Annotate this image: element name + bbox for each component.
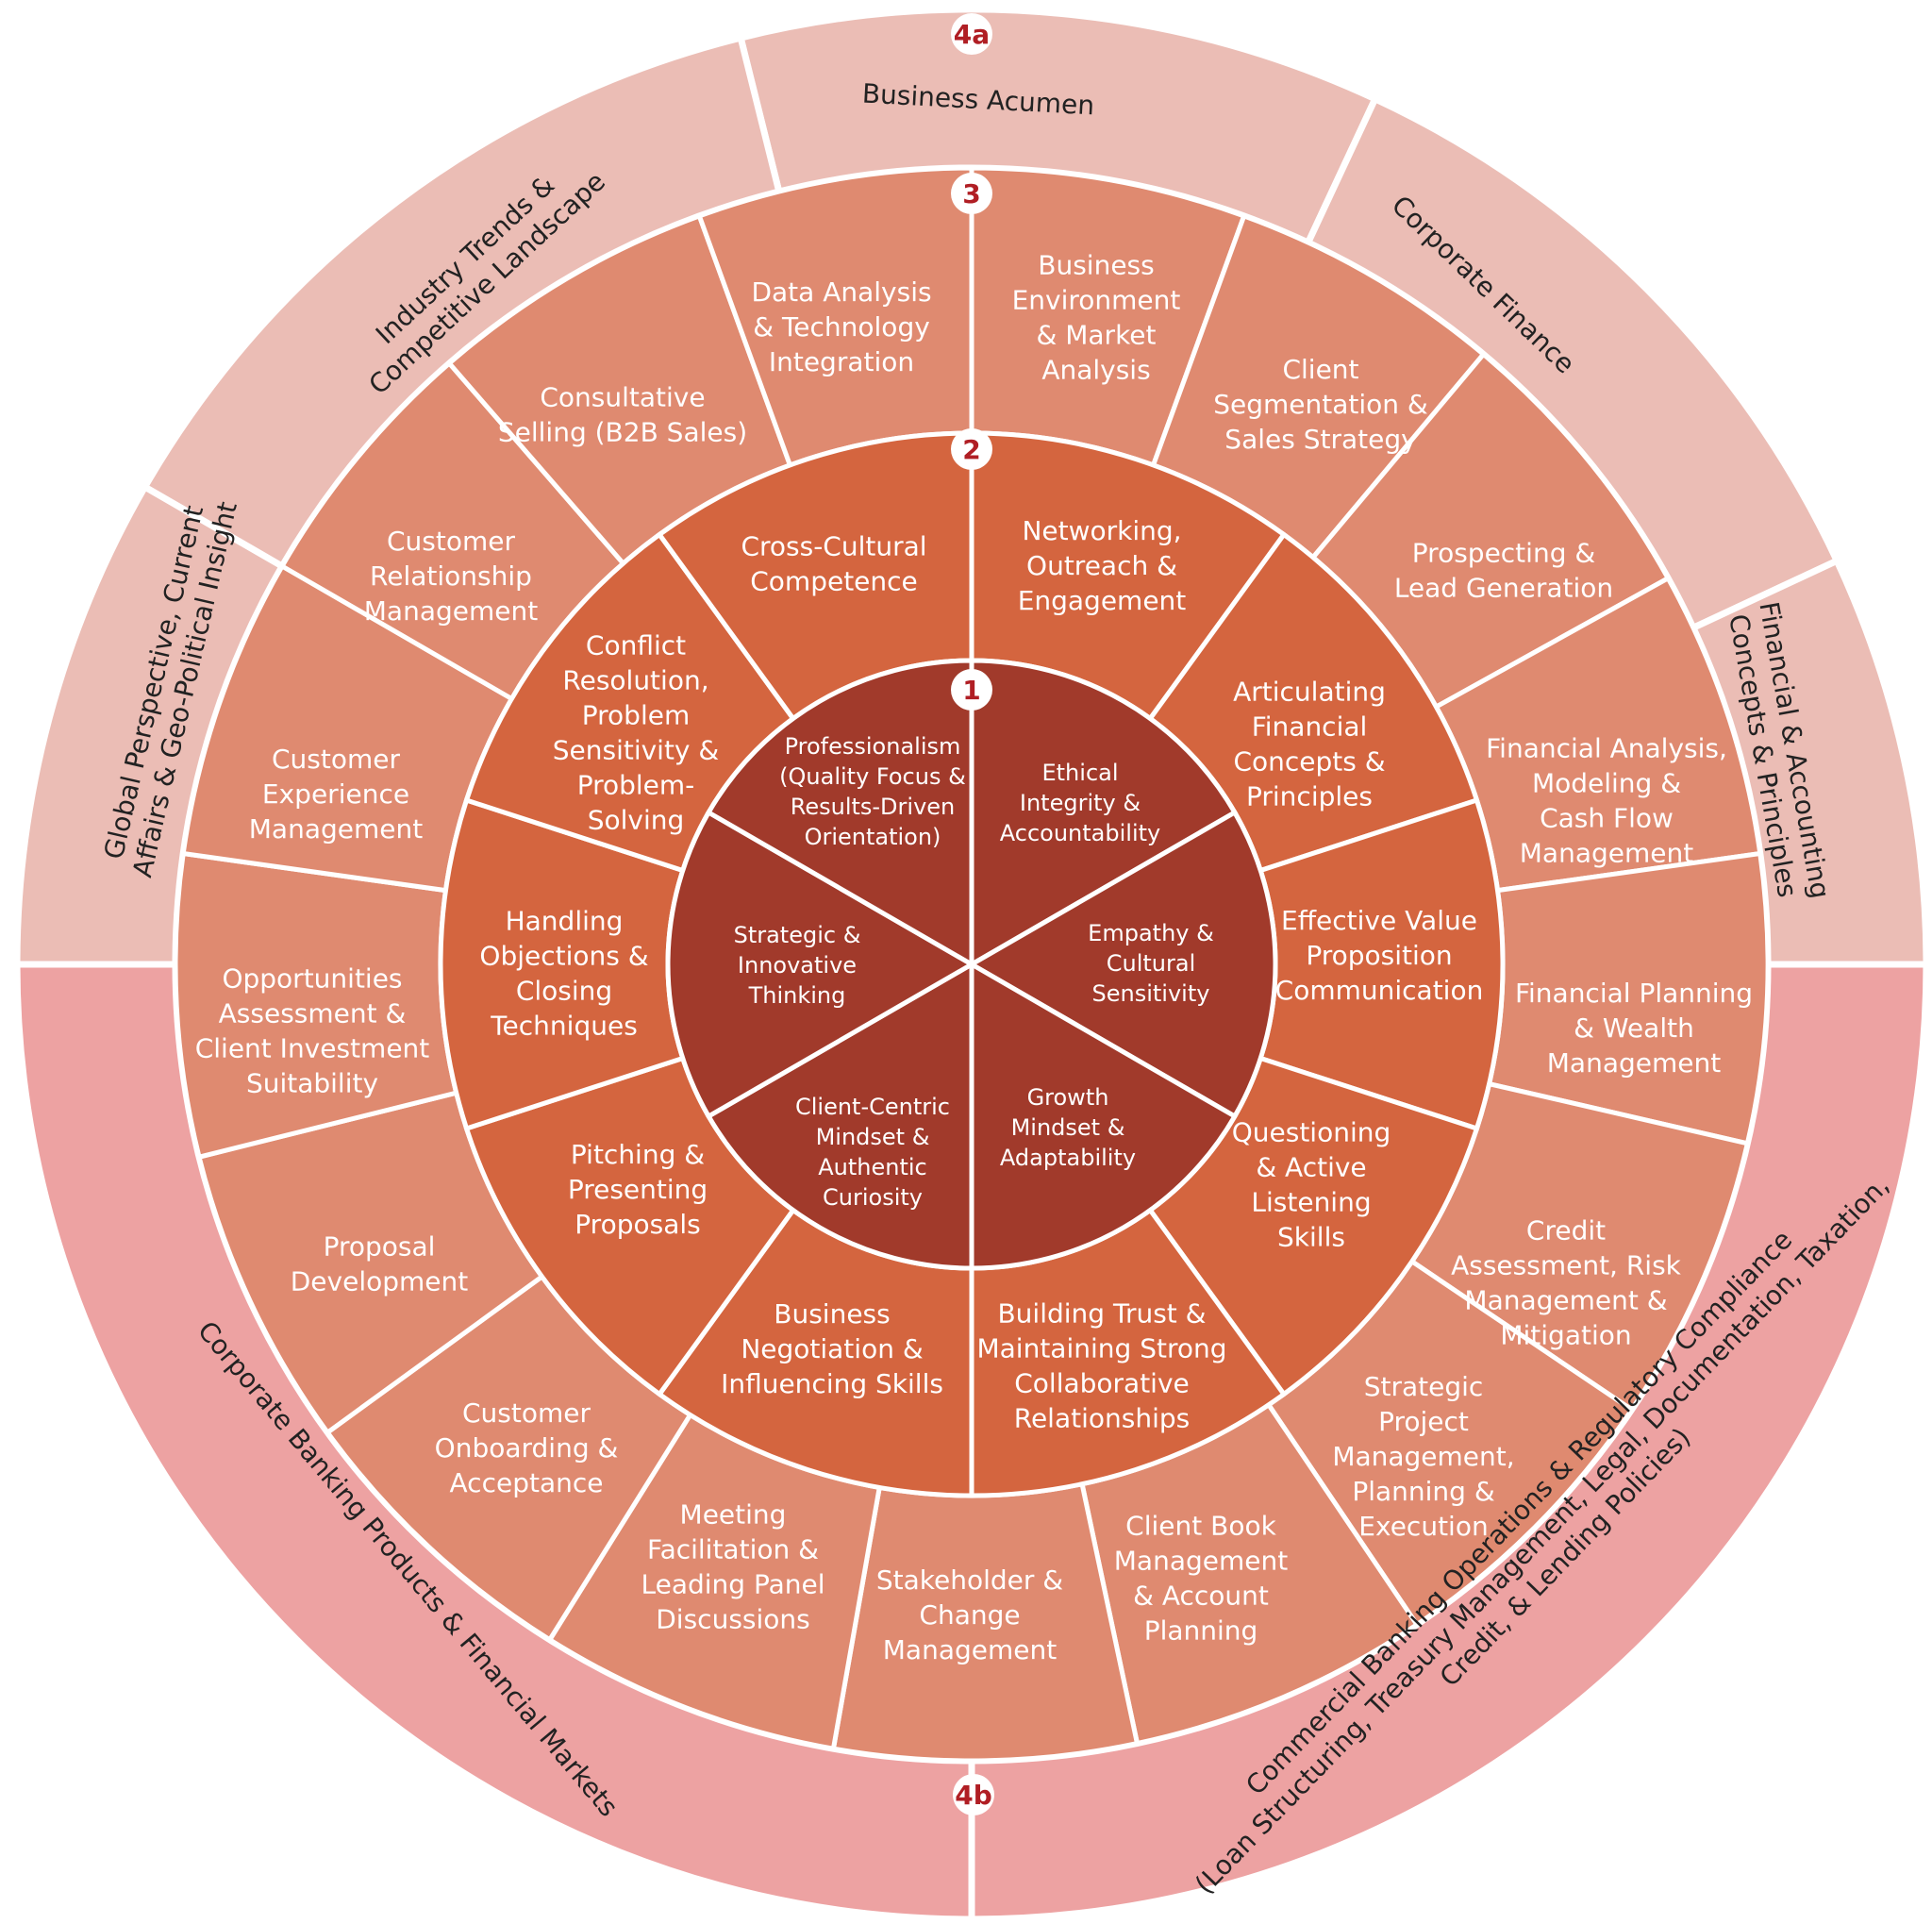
skill-label-prospecting-and-lead-generation: Prospecting &Lead GenerationProspecting … <box>1394 538 1613 604</box>
ring-1-segment-professionalism-quality-focus-and-results-driven <box>969 658 1239 969</box>
badge-ring1 <box>951 669 992 711</box>
competency-label-networking-outreach-and-engagement: Networking,Outreach &EngagementNetworkin… <box>1018 515 1187 616</box>
ring-1-segment-strategic-and-innovative-thinking <box>705 658 974 969</box>
ring-1-segment-growth-mindset-and-adaptability <box>705 960 974 1271</box>
badge-label-ring4b: 4b <box>955 1780 992 1811</box>
badge-ring4a <box>951 13 992 55</box>
badge-label-ring3: 3 <box>962 178 980 209</box>
ring-1-segment-ethical-integrity-and-accountability <box>967 809 1278 1120</box>
ring-2-competencies <box>438 430 1506 1498</box>
badge-ring3 <box>951 173 992 214</box>
ring-1-segment-empathy-and-cultural-sensitivity <box>969 960 1239 1271</box>
badge-label-ring4a: 4a <box>954 19 990 50</box>
ring-1-segment-client-centric-mindset-and-authentic-curiosity <box>665 809 976 1120</box>
ring-badges: 1 2 3 4a 4b <box>951 13 994 1815</box>
core-value-label-professionalism-quality-focus-and-results-driven: Professionalism(Quality Focus &Results-D… <box>779 733 966 850</box>
badge-label-ring2: 2 <box>962 434 980 465</box>
ring-3-skills <box>173 165 1771 1764</box>
badge-label-ring1: 1 <box>962 675 980 706</box>
ring-1-core-values <box>665 658 1278 1271</box>
badge-ring4b <box>953 1774 994 1815</box>
badge-ring2 <box>951 428 992 470</box>
